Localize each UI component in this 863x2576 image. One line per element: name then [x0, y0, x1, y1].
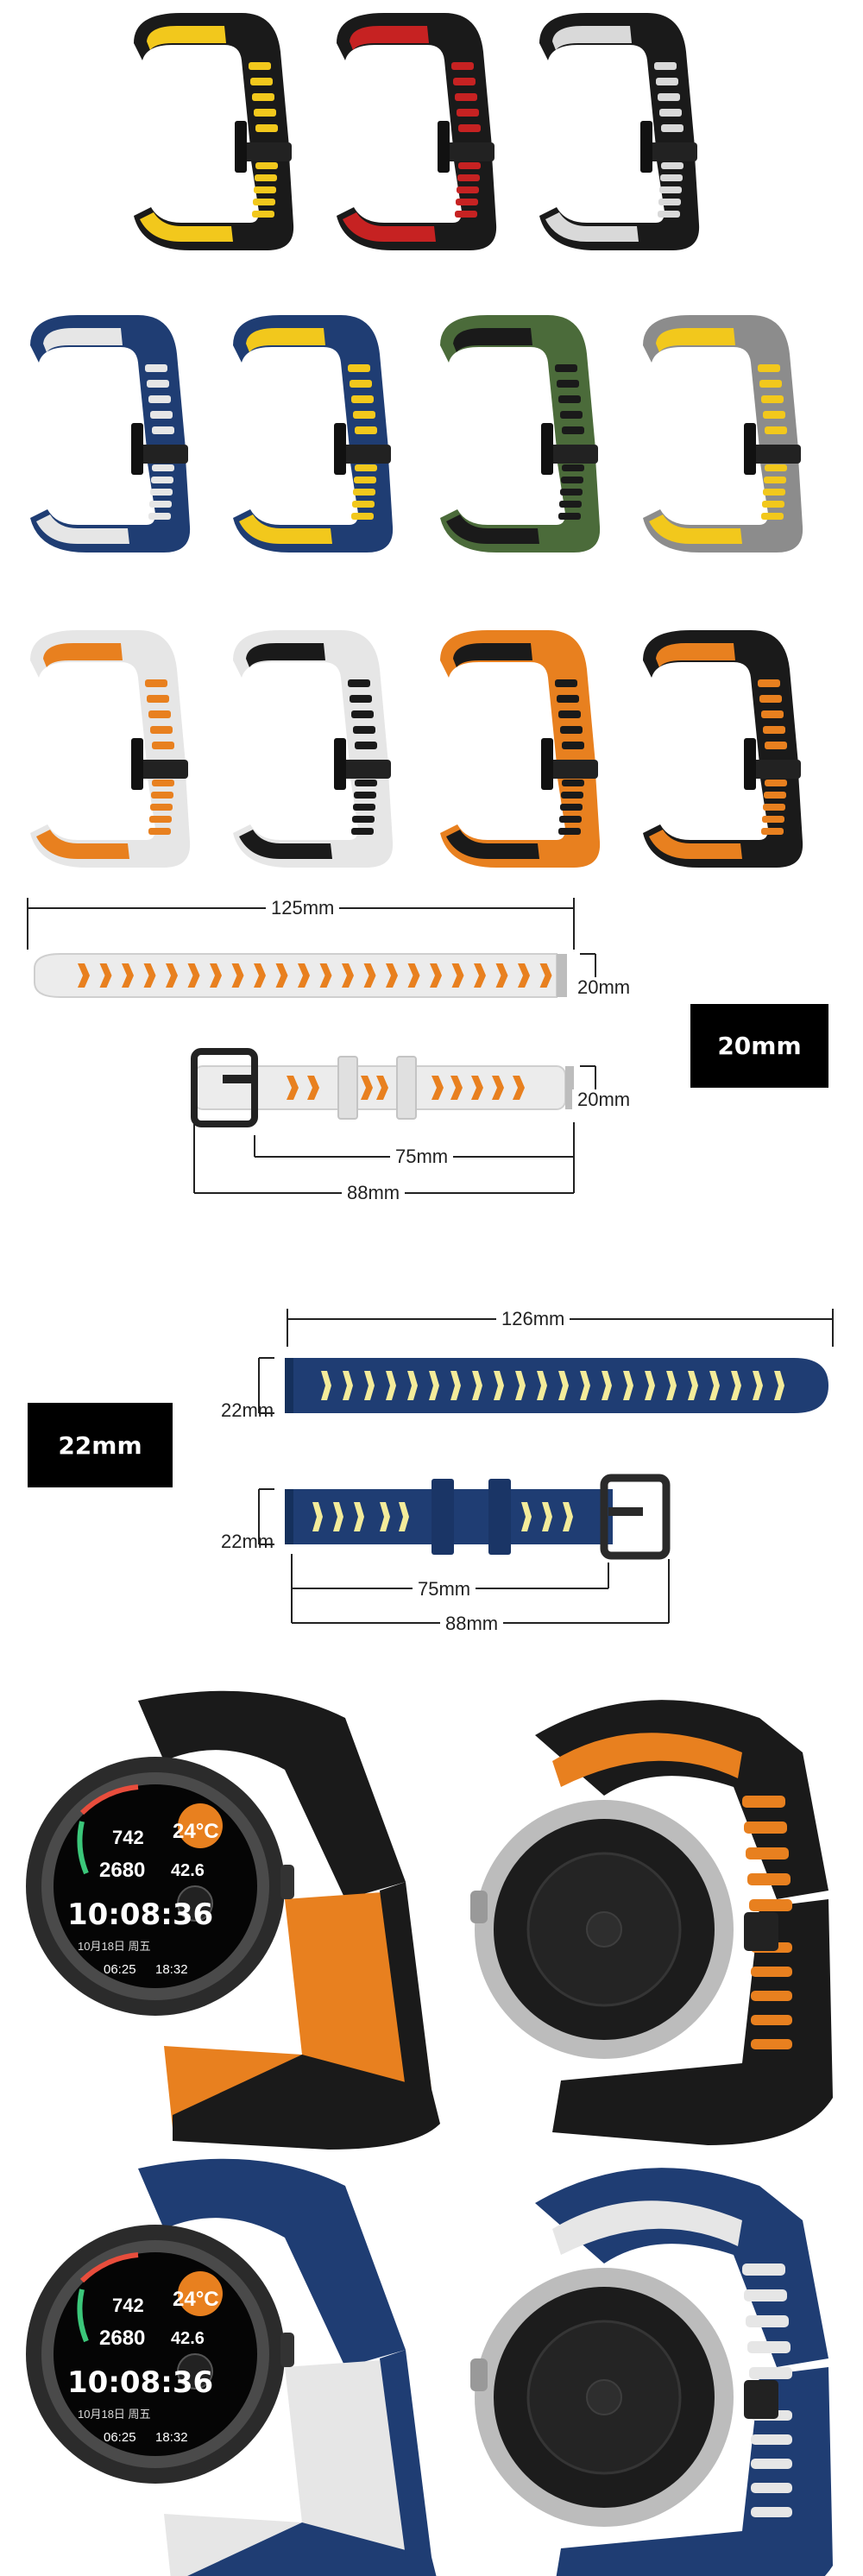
watch-face-2: 742 24°C 2680 42.6 10:08:36 10月18日 周五 06… [60, 2227, 242, 2486]
temperature-value: 24°C [173, 2288, 219, 2311]
width-label-20mm-buckle: 20mm [572, 1089, 636, 1110]
swatch-strap-3 [539, 13, 700, 250]
date-value: 10月18日 周五 [78, 1940, 151, 1953]
distance-value: 42.6 [171, 2329, 205, 2348]
sunset-value: 18:32 [155, 2430, 188, 2445]
strap-20mm-long [34, 953, 567, 998]
calories-value: 2680 [99, 2327, 146, 2350]
inner-length-label-22mm: 75mm [413, 1579, 476, 1600]
swatch-strap-4 [30, 315, 191, 552]
date-value: 10月18日 周五 [78, 2408, 151, 2421]
watch-face-1: 742 24°C 2680 42.6 10:08:36 10月18日 周五 06… [60, 1759, 242, 2018]
time-value: 10:08:36 [67, 2365, 214, 2400]
watch-front-1 [26, 1690, 440, 2150]
swatch-strap-1 [134, 13, 294, 250]
watch-front-2 [26, 2158, 437, 2576]
calories-value: 2680 [99, 1859, 146, 1882]
width-label-22mm-buckle: 22mm [221, 1531, 274, 1552]
swatch-strap-2 [337, 13, 497, 250]
swatch-strap-10 [440, 630, 601, 868]
steps-value: 742 [112, 2295, 144, 2316]
width-label-22mm-long: 22mm [221, 1399, 274, 1421]
width-label-20mm-long: 20mm [572, 977, 636, 998]
strap-22mm-buckle [285, 1474, 671, 1560]
dimension-diagram-20mm [27, 898, 596, 1194]
swatch-strap-11 [643, 630, 803, 868]
temperature-value: 24°C [173, 1820, 219, 1843]
total-length-label-20mm: 88mm [342, 1183, 406, 1203]
size-badge-20mm: 20mm [690, 1004, 828, 1088]
sunset-value: 18:32 [155, 1962, 188, 1977]
total-length-label-22mm: 88mm [440, 1613, 504, 1634]
watch-showcase [26, 1690, 833, 2576]
color-swatches [30, 13, 803, 868]
slots-20mm-buckle [287, 1076, 525, 1100]
slots-20mm-long [78, 963, 552, 988]
swatch-strap-6 [440, 315, 601, 552]
steps-value: 742 [112, 1827, 144, 1848]
swatch-strap-9 [233, 630, 394, 868]
swatch-strap-7 [643, 315, 803, 552]
watch-back-1 [470, 1700, 833, 2145]
distance-value: 42.6 [171, 1861, 205, 1880]
size-badge-22mm: 22mm [28, 1403, 173, 1487]
length-label-20mm-long: 125mm [266, 898, 340, 919]
slots-22mm-long [321, 1371, 784, 1400]
slots-22mm-buckle [312, 1502, 573, 1531]
watch-back-2 [470, 2168, 833, 2576]
sunrise-value: 06:25 [104, 1962, 136, 1977]
swatch-strap-5 [233, 315, 394, 552]
inner-length-label-20mm: 75mm [390, 1146, 454, 1167]
time-value: 10:08:36 [67, 1897, 214, 1932]
sunrise-value: 06:25 [104, 2430, 136, 2445]
dimension-diagram-22mm [258, 1309, 834, 1624]
length-label-22mm-long: 126mm [496, 1309, 570, 1329]
swatch-strap-8 [30, 630, 191, 868]
strap-22mm-long [285, 1358, 828, 1413]
